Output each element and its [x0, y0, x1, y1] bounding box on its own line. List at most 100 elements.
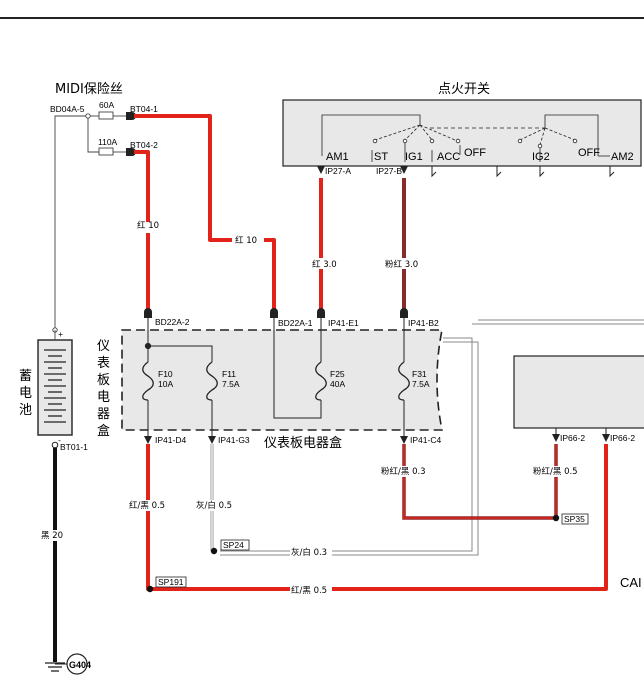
- conn-bt04-2: BT04-2: [130, 140, 158, 150]
- label-bg: [532, 466, 582, 477]
- fuse-f10-symbol: [142, 361, 154, 401]
- label-bg: [290, 546, 332, 557]
- conn-ip27-a: IP27-A: [325, 166, 351, 176]
- fuse-box-bottom-pins: [144, 436, 408, 444]
- ignition-switch-title: 点火开关: [438, 82, 490, 97]
- label-bg: [383, 258, 423, 269]
- module-stubs: [555, 428, 607, 434]
- svg-text:盒: 盒: [97, 423, 110, 439]
- battery-minus: -: [58, 435, 61, 445]
- wire-label-redblk05-a: 红/黑 0.5: [129, 500, 165, 511]
- svg-text:池: 池: [19, 403, 32, 418]
- wire-label-pinkred30: 粉红 3.0: [385, 259, 418, 270]
- conn-ip41-c4: IP41-C4: [410, 435, 441, 445]
- fuse-box-internals: [144, 330, 405, 430]
- fuse-box-top-stubs: [147, 318, 405, 330]
- module-box: [513, 355, 644, 429]
- conn-ip66-2-a: IP66-2: [560, 433, 585, 443]
- wire-label-grywht03: 灰/白 0.3: [291, 547, 327, 558]
- conn-ip41-g3: IP41-G3: [218, 435, 250, 445]
- conn-ip41-b2: IP41-B2: [408, 318, 439, 328]
- fuse-f31-rating: 7.5A: [412, 379, 430, 389]
- wire-label-blk20: 黑 20: [41, 531, 63, 541]
- midi-fuse-wiring: [52, 111, 126, 333]
- svg-text:仪: 仪: [97, 339, 110, 354]
- fuse-f31-name: F31: [412, 369, 427, 379]
- label-bg: [128, 500, 170, 511]
- module-pins: [552, 434, 610, 442]
- switch-terminal-arrows: [431, 166, 615, 178]
- svg-text:电: 电: [19, 386, 32, 401]
- splice-sp24: SP24: [223, 540, 244, 550]
- partial-can-label: CAI: [620, 575, 642, 590]
- midi-fuse-title: MIDI保险丝: [55, 82, 123, 97]
- pinkred-black-wire-core: [403, 444, 557, 519]
- fuse-box-top-pins: [144, 308, 408, 318]
- fuse-f11-name: F11: [222, 369, 236, 379]
- conn-ip66-2-b: IP66-2: [610, 433, 635, 443]
- fuse-box-title-side: 仪 表 板 电 器 盒: [97, 339, 110, 439]
- fuse-f10-rating: 10A: [158, 379, 173, 389]
- switch-term-am2: AM2: [611, 151, 634, 163]
- conn-bd22a-1: BD22A-1: [278, 318, 313, 328]
- wire-label-red30: 红 3.0: [312, 259, 337, 270]
- wire-label-grywht05: 灰/白 0.5: [196, 500, 232, 511]
- midi-connector-pins: [126, 112, 136, 156]
- fuse-box-bottom-stubs: [147, 430, 405, 436]
- fuse-f31-symbol: [398, 361, 410, 401]
- fuse-box-title-bottom: 仪表板电器盒: [264, 435, 342, 451]
- splice-dots: [146, 514, 560, 593]
- label-bg: [119, 222, 151, 233]
- wire-label-redblk05-b: 红/黑 0.5: [291, 585, 327, 596]
- wire-label-red10-b: 红 10: [235, 235, 257, 246]
- ground-symbol: [45, 662, 65, 672]
- conn-ip27-b: IP27-B: [376, 166, 402, 176]
- svg-text:蓄: 蓄: [19, 369, 32, 384]
- conn-bt04-1: BT04-1: [130, 104, 158, 114]
- fuse-f10-name: F10: [158, 369, 173, 379]
- conn-ip41-d4: IP41-D4: [155, 435, 186, 445]
- fuse-110a-rating: 110A: [98, 137, 118, 147]
- battery-negative-terminal: [51, 441, 59, 449]
- switch-term-st: ST: [374, 151, 388, 163]
- switch-term-ig2: IG2: [532, 151, 550, 163]
- conn-bd22a-2: BD22A-2: [155, 317, 190, 327]
- svg-text:电: 电: [97, 390, 110, 405]
- label-bg: [310, 258, 340, 269]
- svg-text:板: 板: [97, 373, 110, 388]
- label-bg: [194, 500, 236, 511]
- wire-label-pinkredblk05: 粉红/黑 0.5: [533, 466, 578, 477]
- fuse-f11-symbol: [206, 361, 218, 401]
- fuse-symbols: [142, 361, 410, 401]
- fuse-f25-name: F25: [330, 369, 345, 379]
- switch-term-off1: OFF: [464, 147, 486, 159]
- ip27-pins: [317, 166, 408, 174]
- red-power-wires: [134, 114, 323, 312]
- label-bg: [232, 234, 264, 245]
- switch-term-off2: OFF: [578, 147, 600, 159]
- battery-plus: +: [58, 329, 63, 339]
- label-bg: [290, 584, 332, 595]
- conn-bd04a5: BD04A-5: [50, 104, 85, 114]
- switch-term-ig1: IG1: [405, 151, 423, 163]
- label-bg: [380, 466, 430, 477]
- gray-shield-lines: [220, 319, 644, 556]
- red-black-wire: [146, 444, 608, 591]
- switch-term-am1: AM1: [326, 151, 349, 163]
- fuse-f11-rating: 7.5A: [222, 379, 240, 389]
- fuse-f25-rating: 40A: [330, 379, 345, 389]
- battery: [37, 339, 73, 436]
- wire-label-red10-a: 红 10: [137, 220, 159, 231]
- splice-tags: [155, 513, 589, 588]
- conn-ip41-e1: IP41-E1: [328, 318, 359, 328]
- ignition-switch-box: [282, 99, 642, 167]
- splice-sp35: SP35: [564, 514, 585, 524]
- fuse-f25-symbol: [315, 361, 327, 401]
- switch-term-acc: ACC: [437, 151, 460, 163]
- battery-title: 蓄 电 池: [19, 369, 32, 418]
- wire-label-pinkredblk03: 粉红/黑 0.3: [381, 466, 426, 477]
- fuse-60a-rating: 60A: [99, 100, 114, 110]
- ignition-switch-internals: [321, 114, 610, 162]
- fuse-box: [121, 329, 443, 431]
